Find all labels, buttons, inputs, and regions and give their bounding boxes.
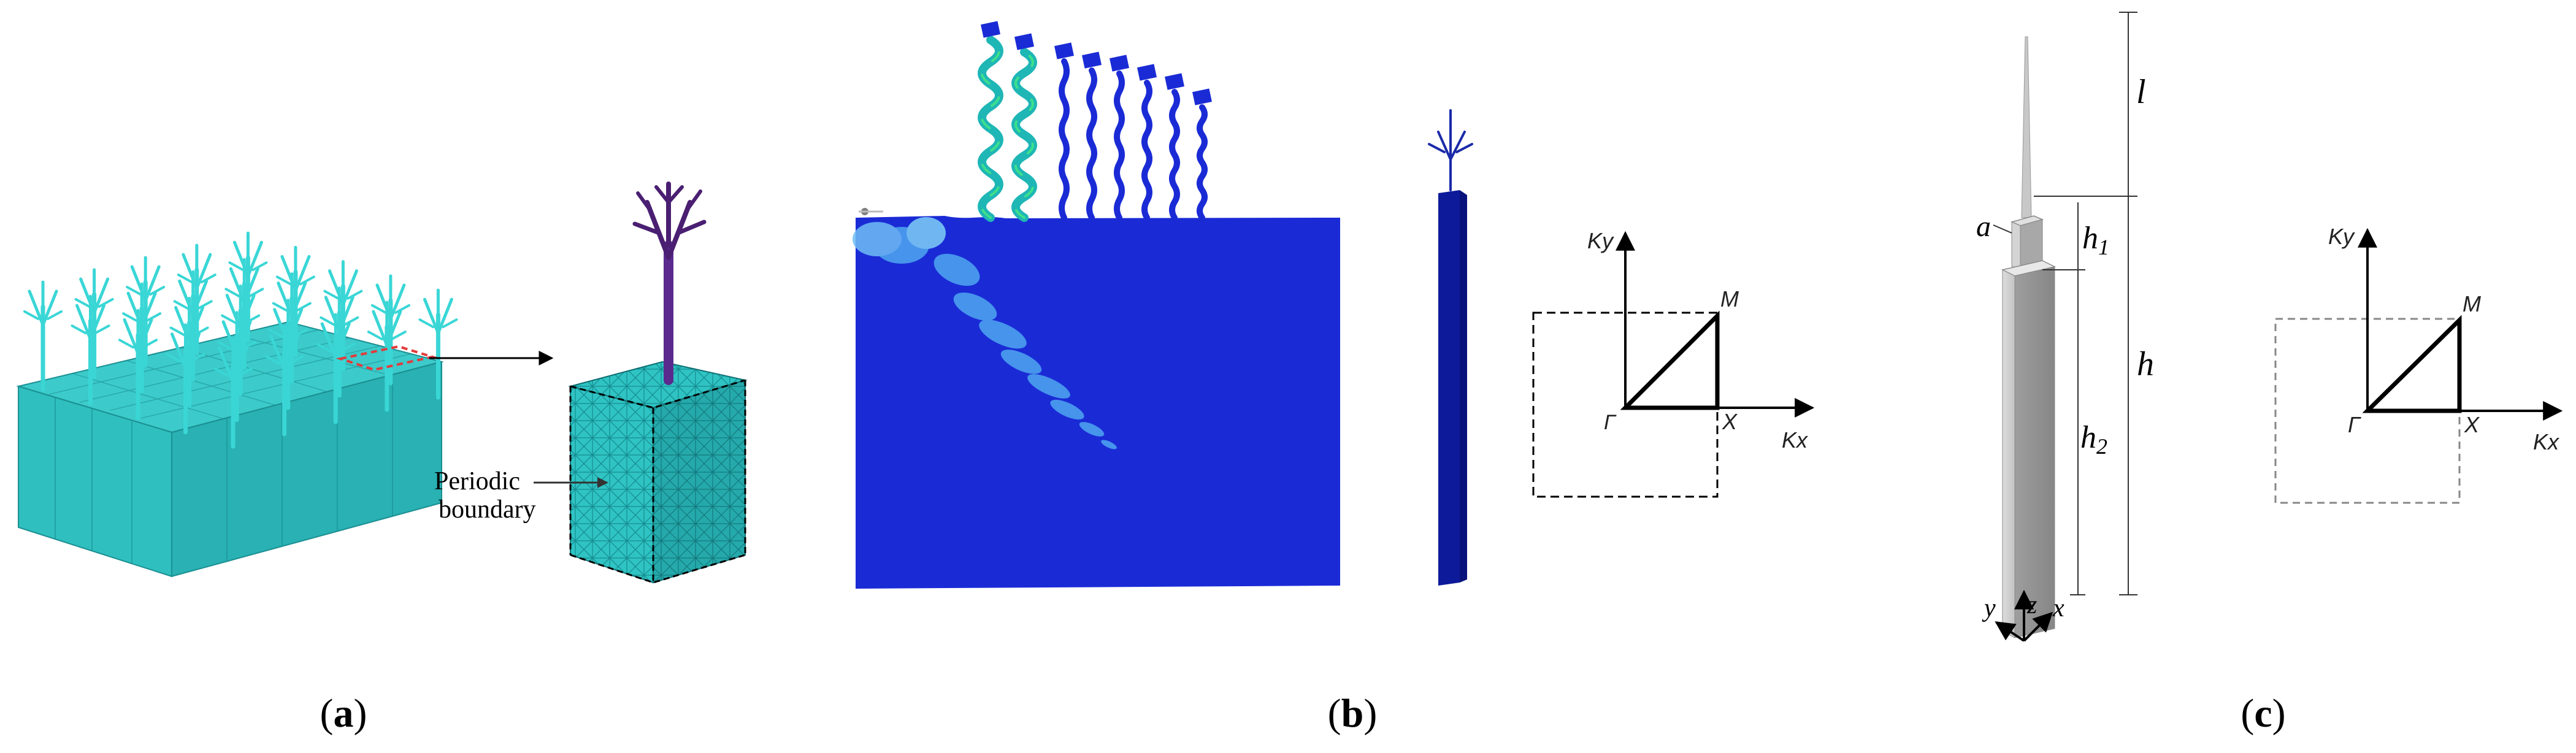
vibrating-tree: [978, 21, 1003, 222]
periodic-label-line2: boundary: [439, 495, 536, 524]
metasurface-base-side: [171, 361, 442, 578]
axis-y-label: y: [1982, 594, 1996, 622]
panel-c: l a h1 h h2 z x y Ky Kx M X Γ (c): [1976, 12, 2563, 736]
dim-h1-label: h1: [2082, 221, 2109, 259]
axis-z-label: z: [2026, 591, 2037, 619]
tree-array: [23, 231, 458, 449]
dim-h-label: h: [2137, 345, 2154, 383]
dim-a-label: a: [1976, 210, 1991, 243]
column-unit: [1428, 109, 1473, 586]
ibz-c-kx-label: Kx: [2533, 429, 2560, 454]
array-tree: [370, 274, 410, 386]
vibrating-tree: [1165, 73, 1184, 221]
periodic-label-line1: Periodic: [434, 467, 520, 495]
ibz-c-ky-label: Ky: [2328, 224, 2355, 249]
unit-cell-highlight: [335, 345, 437, 372]
coord-axes: [1995, 589, 2053, 642]
dim-h2-label: h2: [2080, 420, 2107, 459]
ibz-diagram-c: Ky Kx M X Γ: [2274, 224, 2563, 504]
ibz-diagram-b: Ky Kx M X Γ: [1532, 228, 1815, 498]
soil-field: [856, 216, 1340, 589]
vibrating-tree: [1011, 33, 1037, 222]
caption-c: (c): [2241, 691, 2285, 736]
vibrating-tree: [1110, 55, 1129, 221]
dimension-lines: [1993, 12, 2137, 595]
caption-a: (a): [320, 691, 367, 736]
vibrating-tree: [1054, 42, 1074, 221]
array-tree: [228, 231, 268, 343]
ibz-b-gamma-label: Γ: [1604, 411, 1617, 434]
ibz-b-m-label: M: [1720, 286, 1739, 312]
array-tree: [224, 258, 264, 369]
axis-x-label: x: [2052, 594, 2064, 622]
ibz-b-ky-label: Ky: [1587, 228, 1614, 253]
column-geometry: [2001, 36, 2057, 638]
vibrating-trees: [978, 21, 1212, 222]
vibrating-tree: [1137, 64, 1157, 221]
source-marker: [859, 208, 883, 215]
ibz-b-kx-label: Kx: [1782, 427, 1809, 453]
ibz-c-x-label: X: [2464, 412, 2480, 437]
vibrating-tree: [1192, 88, 1212, 221]
array-tree: [23, 280, 63, 392]
ibz-c-m-label: M: [2463, 291, 2481, 316]
ibz-b-x-label: X: [1722, 409, 1738, 434]
ibz-c-gamma-label: Γ: [2348, 412, 2361, 437]
array-tree: [418, 288, 458, 400]
panel-b: Ky Kx M X Γ (b): [853, 21, 1815, 736]
array-tree: [272, 272, 312, 384]
vibrating-tree: [1082, 52, 1102, 221]
dim-l-label: l: [2136, 73, 2146, 111]
wave-pattern: [853, 217, 1117, 449]
array-tree: [367, 300, 407, 412]
array-tree: [74, 268, 114, 380]
array-tree: [126, 256, 166, 367]
array-tree: [275, 245, 315, 357]
unit-cell-cube: [568, 361, 748, 584]
caption-b: (b): [1328, 691, 1378, 736]
array-tree: [177, 243, 217, 355]
unit-cell-tree: [632, 182, 707, 385]
array-tree: [323, 260, 363, 372]
panel-a: Periodic boundary (a): [16, 182, 748, 736]
